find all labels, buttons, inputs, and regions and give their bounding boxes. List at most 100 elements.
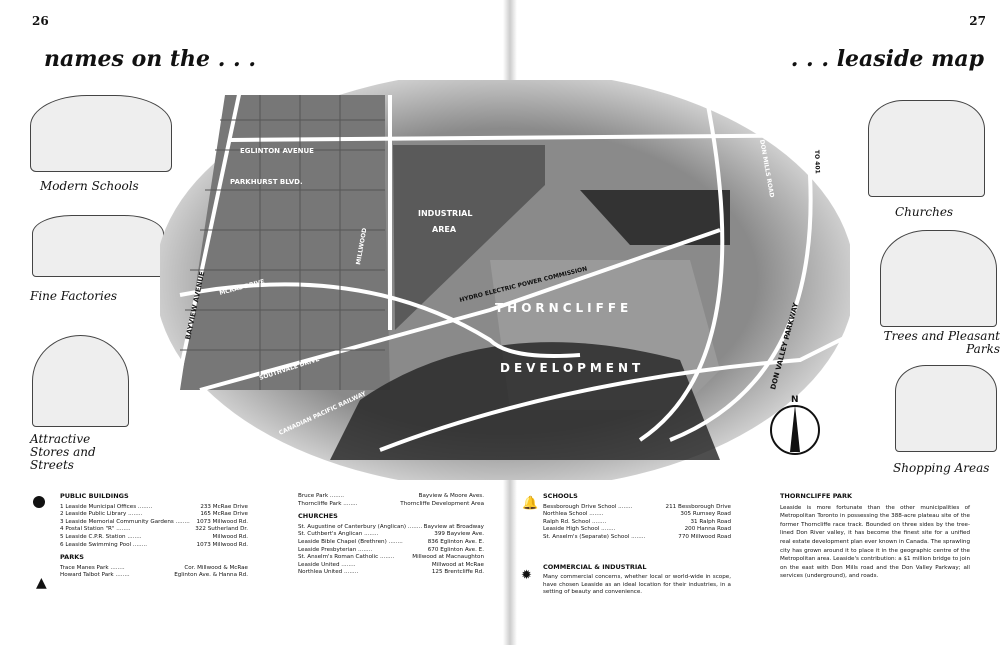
legend-entry: Leaside High School 200 Hanna Road: [543, 526, 731, 534]
page-number-right: 27: [969, 14, 986, 28]
legend-column-3: SCHOOLS Bessborough Drive School 211 Bess…: [543, 492, 731, 597]
legend-entry: 2 Leaside Public Library 165 McRae Drive: [60, 511, 248, 519]
entry-address: Bayview at Broadway: [423, 523, 484, 530]
churches-title: CHURCHES: [298, 512, 338, 521]
entry-address: 399 Bayview Ave.: [434, 531, 484, 538]
caption-shopping: Shopping Areas: [893, 461, 990, 475]
legend-entry: Thorncliffe Park Thorncliffe Development …: [298, 501, 484, 509]
street-grid: [180, 95, 385, 390]
legend-entry: Ralph Rd. School 31 Ralph Road: [543, 519, 731, 527]
label-parkhurst: PARKHURST BLVD.: [230, 178, 303, 186]
legend-entry: St. Anselm's Roman Catholic Millwood at M…: [298, 554, 484, 562]
entry-address: Thorncliffe Development Area: [400, 500, 484, 507]
tree-icon: ▲: [36, 575, 47, 591]
caption-factories: Fine Factories: [30, 289, 118, 303]
entry-address: Bayview & Moore Aves.: [418, 493, 484, 499]
public-buildings-title: PUBLIC BUILDINGS: [60, 492, 129, 500]
entry-name: 2 Leaside Public Library: [60, 511, 142, 519]
legend-entry: Leaside Bible Chapel (Brethren) 836 Eglin…: [298, 539, 484, 547]
entry-address: Millwood Rd.: [212, 533, 248, 540]
entry-name: Bessborough Drive School: [543, 504, 632, 512]
entry-address: Cor. Millwood & McRae: [184, 564, 248, 571]
stores-illustration: [32, 335, 129, 427]
entry-address: 211 Bessborough Drive: [665, 503, 731, 510]
public-buildings-icon: [33, 496, 45, 508]
legend-entry: Northlea United 125 Brentcliffe Rd.: [298, 569, 484, 577]
legend-entry: St. Anselm's (Separate) School 770 Millwo…: [543, 534, 731, 542]
entry-name: Thorncliffe Park: [298, 501, 358, 509]
entry-name: 4 Postal Station "R": [60, 526, 131, 534]
legend-entry: Leaside United Millwood at McRae: [298, 562, 484, 570]
roads: [168, 89, 850, 452]
label-development: DEVELOPMENT: [500, 361, 644, 375]
caption-trees: Trees and Pleasant Parks: [883, 329, 1000, 356]
bell-icon: 🔔: [522, 496, 539, 511]
trees-illustration: [880, 230, 997, 327]
entry-name: St. Anselm's Roman Catholic: [298, 554, 394, 562]
entry-address: 31 Ralph Road: [690, 518, 731, 525]
caption-stores: Attractive Stores and Streets: [30, 432, 96, 472]
legend-entry: Bessborough Drive School 211 Bessborough …: [543, 504, 731, 512]
legend-column-2: Bruce ParkBayview & Moore Aves.Thornclif…: [298, 493, 484, 577]
entry-address: 770 Millwood Road: [678, 533, 731, 540]
entry-name: 5 Leaside C.P.R. Station: [60, 534, 142, 542]
shopping-illustration: [895, 365, 997, 452]
commercial-title: COMMERCIAL & INDUSTRIAL: [543, 562, 647, 571]
commercial-text: Many commercial concerns, whether local …: [543, 574, 731, 596]
park-zone: [580, 190, 730, 245]
entry-address: 1073 Millwood Rd.: [196, 518, 248, 525]
legend-entry: 4 Postal Station "R" 322 Sutherland Dr.: [60, 526, 248, 534]
schools-title: SCHOOLS: [543, 492, 578, 500]
entry-name: 1 Leaside Municipal Offices: [60, 504, 152, 512]
thorncliffe-text: Leaside is more fortunate than the other…: [780, 504, 970, 580]
school-illustration: [30, 95, 172, 172]
entry-name: 6 Leaside Swimming Pool: [60, 542, 147, 550]
legend-entry: 3 Leaside Memorial Community Gardens1073…: [60, 519, 248, 527]
factory-illustration: [32, 215, 164, 277]
entry-name: St. Anselm's (Separate) School: [543, 534, 645, 542]
entry-address: 836 Eglinton Ave. E.: [427, 538, 484, 545]
entry-address: 305 Rumsey Road: [680, 511, 731, 518]
legend-entry: St. Augustine of Canterbury (Anglican)Ba…: [298, 524, 484, 532]
legend-column-4: THORNCLIFFE PARK Leaside is more fortuna…: [780, 492, 970, 581]
legend-entry: 6 Leaside Swimming Pool 1073 Millwood Rd.: [60, 542, 248, 550]
entry-address: 200 Hanna Road: [684, 526, 731, 533]
legend-entry: 5 Leaside C.P.R. Station Millwood Rd.: [60, 534, 248, 542]
entry-address: 1073 Millwood Rd.: [196, 541, 248, 548]
legend-entry: Leaside Presbyterian670 Eglinton Ave. E.: [298, 547, 484, 555]
residential-area: [180, 95, 390, 390]
leaside-map: EGLINTON AVENUE PARKHURST BLVD. BAYVIEW …: [160, 80, 850, 480]
don-valley-ravine: [330, 342, 720, 460]
entry-address: Millwood at Macnaughton: [412, 554, 484, 561]
parks-title: PARKS: [60, 553, 84, 562]
entry-address: 125 Brentcliffe Rd.: [431, 569, 484, 576]
entry-address: 233 McRae Drive: [200, 503, 248, 510]
entry-address: Millwood at McRae: [431, 561, 484, 568]
entry-name: Leaside High School: [543, 526, 615, 534]
entry-address: Eglinton Ave. & Hanna Rd.: [174, 572, 248, 579]
legend-entry: 1 Leaside Municipal Offices 233 McRae Dri…: [60, 504, 248, 512]
page-number-left: 26: [32, 14, 49, 28]
entry-name: Ralph Rd. School: [543, 519, 606, 527]
legend-column-1: PUBLIC BUILDINGS 1 Leaside Municipal Off…: [60, 492, 248, 580]
label-to-401: TO 401: [813, 150, 821, 174]
entry-name: Leaside United: [298, 562, 356, 570]
entry-name: Northlea United: [298, 569, 358, 577]
legend-entry: Trace Manes ParkCor. Millwood & McRae: [60, 565, 248, 573]
legend-entry: Northlea School 305 Rumsey Road: [543, 511, 731, 519]
entry-address: 165 McRae Drive: [200, 511, 248, 518]
legend-entry: St. Cuthbert's Anglican399 Bayview Ave.: [298, 531, 484, 539]
church-illustration: [868, 100, 985, 197]
entry-name: St. Augustine of Canterbury (Anglican): [298, 524, 422, 532]
industrial-zone: [393, 145, 545, 330]
entry-name: Northlea School: [543, 511, 603, 519]
heading-left: names on the . . .: [44, 46, 257, 72]
legend-entry: Howard Talbot ParkEglinton Ave. & Hanna …: [60, 572, 248, 580]
label-area: AREA: [432, 225, 457, 234]
caption-churches: Churches: [895, 205, 954, 219]
caption-schools: Modern Schools: [40, 179, 139, 193]
entry-name: Bruce Park: [298, 493, 344, 501]
legend-entry: Bruce Park Bayview & Moore Aves.: [298, 493, 484, 501]
entry-name: Leaside Bible Chapel (Brethren): [298, 539, 403, 547]
entry-address: 322 Sutherland Dr.: [195, 526, 248, 533]
